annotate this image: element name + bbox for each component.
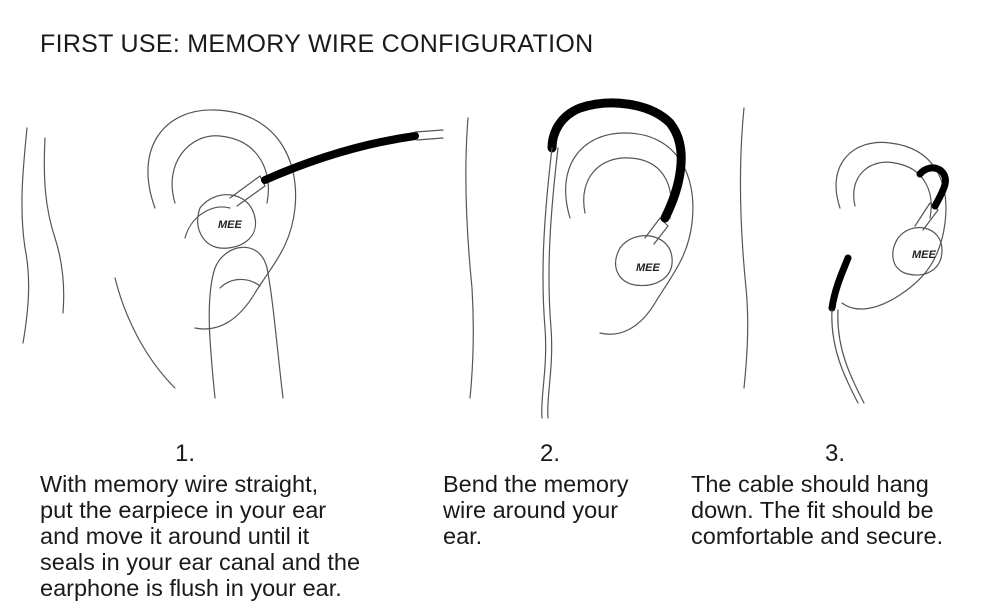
step-3-line: down. The fit should be bbox=[691, 497, 934, 523]
step-1-line: earphone is flush in your ear. bbox=[40, 575, 342, 601]
ear-with-cable-hanging-down-icon: MEE bbox=[739, 107, 949, 404]
illustration-step-2: MEE bbox=[460, 88, 720, 428]
step-2-line: wire around your bbox=[443, 497, 619, 523]
step-2-number: 2. bbox=[539, 440, 560, 467]
logo-text: MEE bbox=[912, 249, 937, 261]
step-1-line: seals in your ear canal and the bbox=[40, 549, 361, 575]
step-1-number: 1. bbox=[174, 440, 195, 467]
ear-with-wire-over-ear-icon: MEE bbox=[465, 98, 694, 419]
illustration-step-3: MEE bbox=[730, 88, 980, 418]
page-title: FIRST USE: MEMORY WIRE CONFIGURATION bbox=[40, 30, 594, 58]
step-3-number: 3. bbox=[824, 440, 845, 467]
step-1-line: With memory wire straight, bbox=[40, 471, 319, 497]
logo-text: MEE bbox=[636, 262, 661, 274]
illustration-step-1: MEE bbox=[15, 88, 455, 418]
step-3-description: The cable should hang down. The fit shou… bbox=[691, 471, 943, 549]
step-1-line: put the earpiece in your ear bbox=[40, 497, 327, 523]
step-2-line: ear. bbox=[443, 523, 483, 549]
step-2-description: Bend the memory wire around your ear. bbox=[443, 471, 628, 549]
step-1-line: and move it around until it bbox=[40, 523, 310, 549]
step-1-description: With memory wire straight, put the earpi… bbox=[40, 471, 360, 601]
step-2-line: Bend the memory bbox=[443, 471, 629, 497]
step-3-line: comfortable and secure. bbox=[691, 523, 944, 549]
step-3-line: The cable should hang bbox=[691, 471, 929, 497]
ear-with-finger-inserting-earphone-icon: MEE bbox=[21, 109, 444, 399]
logo-text: MEE bbox=[218, 219, 243, 231]
